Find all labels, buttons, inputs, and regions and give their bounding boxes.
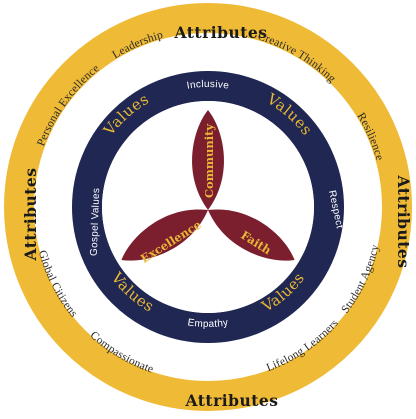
value-inclusive: Inclusive bbox=[186, 79, 230, 92]
excellence-petal bbox=[121, 209, 208, 261]
value-empathy: Empathy bbox=[187, 317, 229, 330]
attributes-heading-left: Attributes bbox=[21, 168, 40, 262]
attributes-heading-top: Attributes bbox=[174, 23, 268, 42]
value-gospel-values: Gospel Values bbox=[89, 188, 102, 257]
petals bbox=[121, 110, 295, 261]
values-ring bbox=[72, 71, 344, 343]
attributes-heading-bottom: Attributes bbox=[185, 391, 279, 410]
attributes-heading-right: Attributes bbox=[394, 175, 413, 269]
community-petal bbox=[192, 110, 224, 210]
faith-petal bbox=[208, 209, 295, 261]
attributes-ring bbox=[4, 3, 412, 411]
community-label: Community bbox=[202, 124, 216, 199]
